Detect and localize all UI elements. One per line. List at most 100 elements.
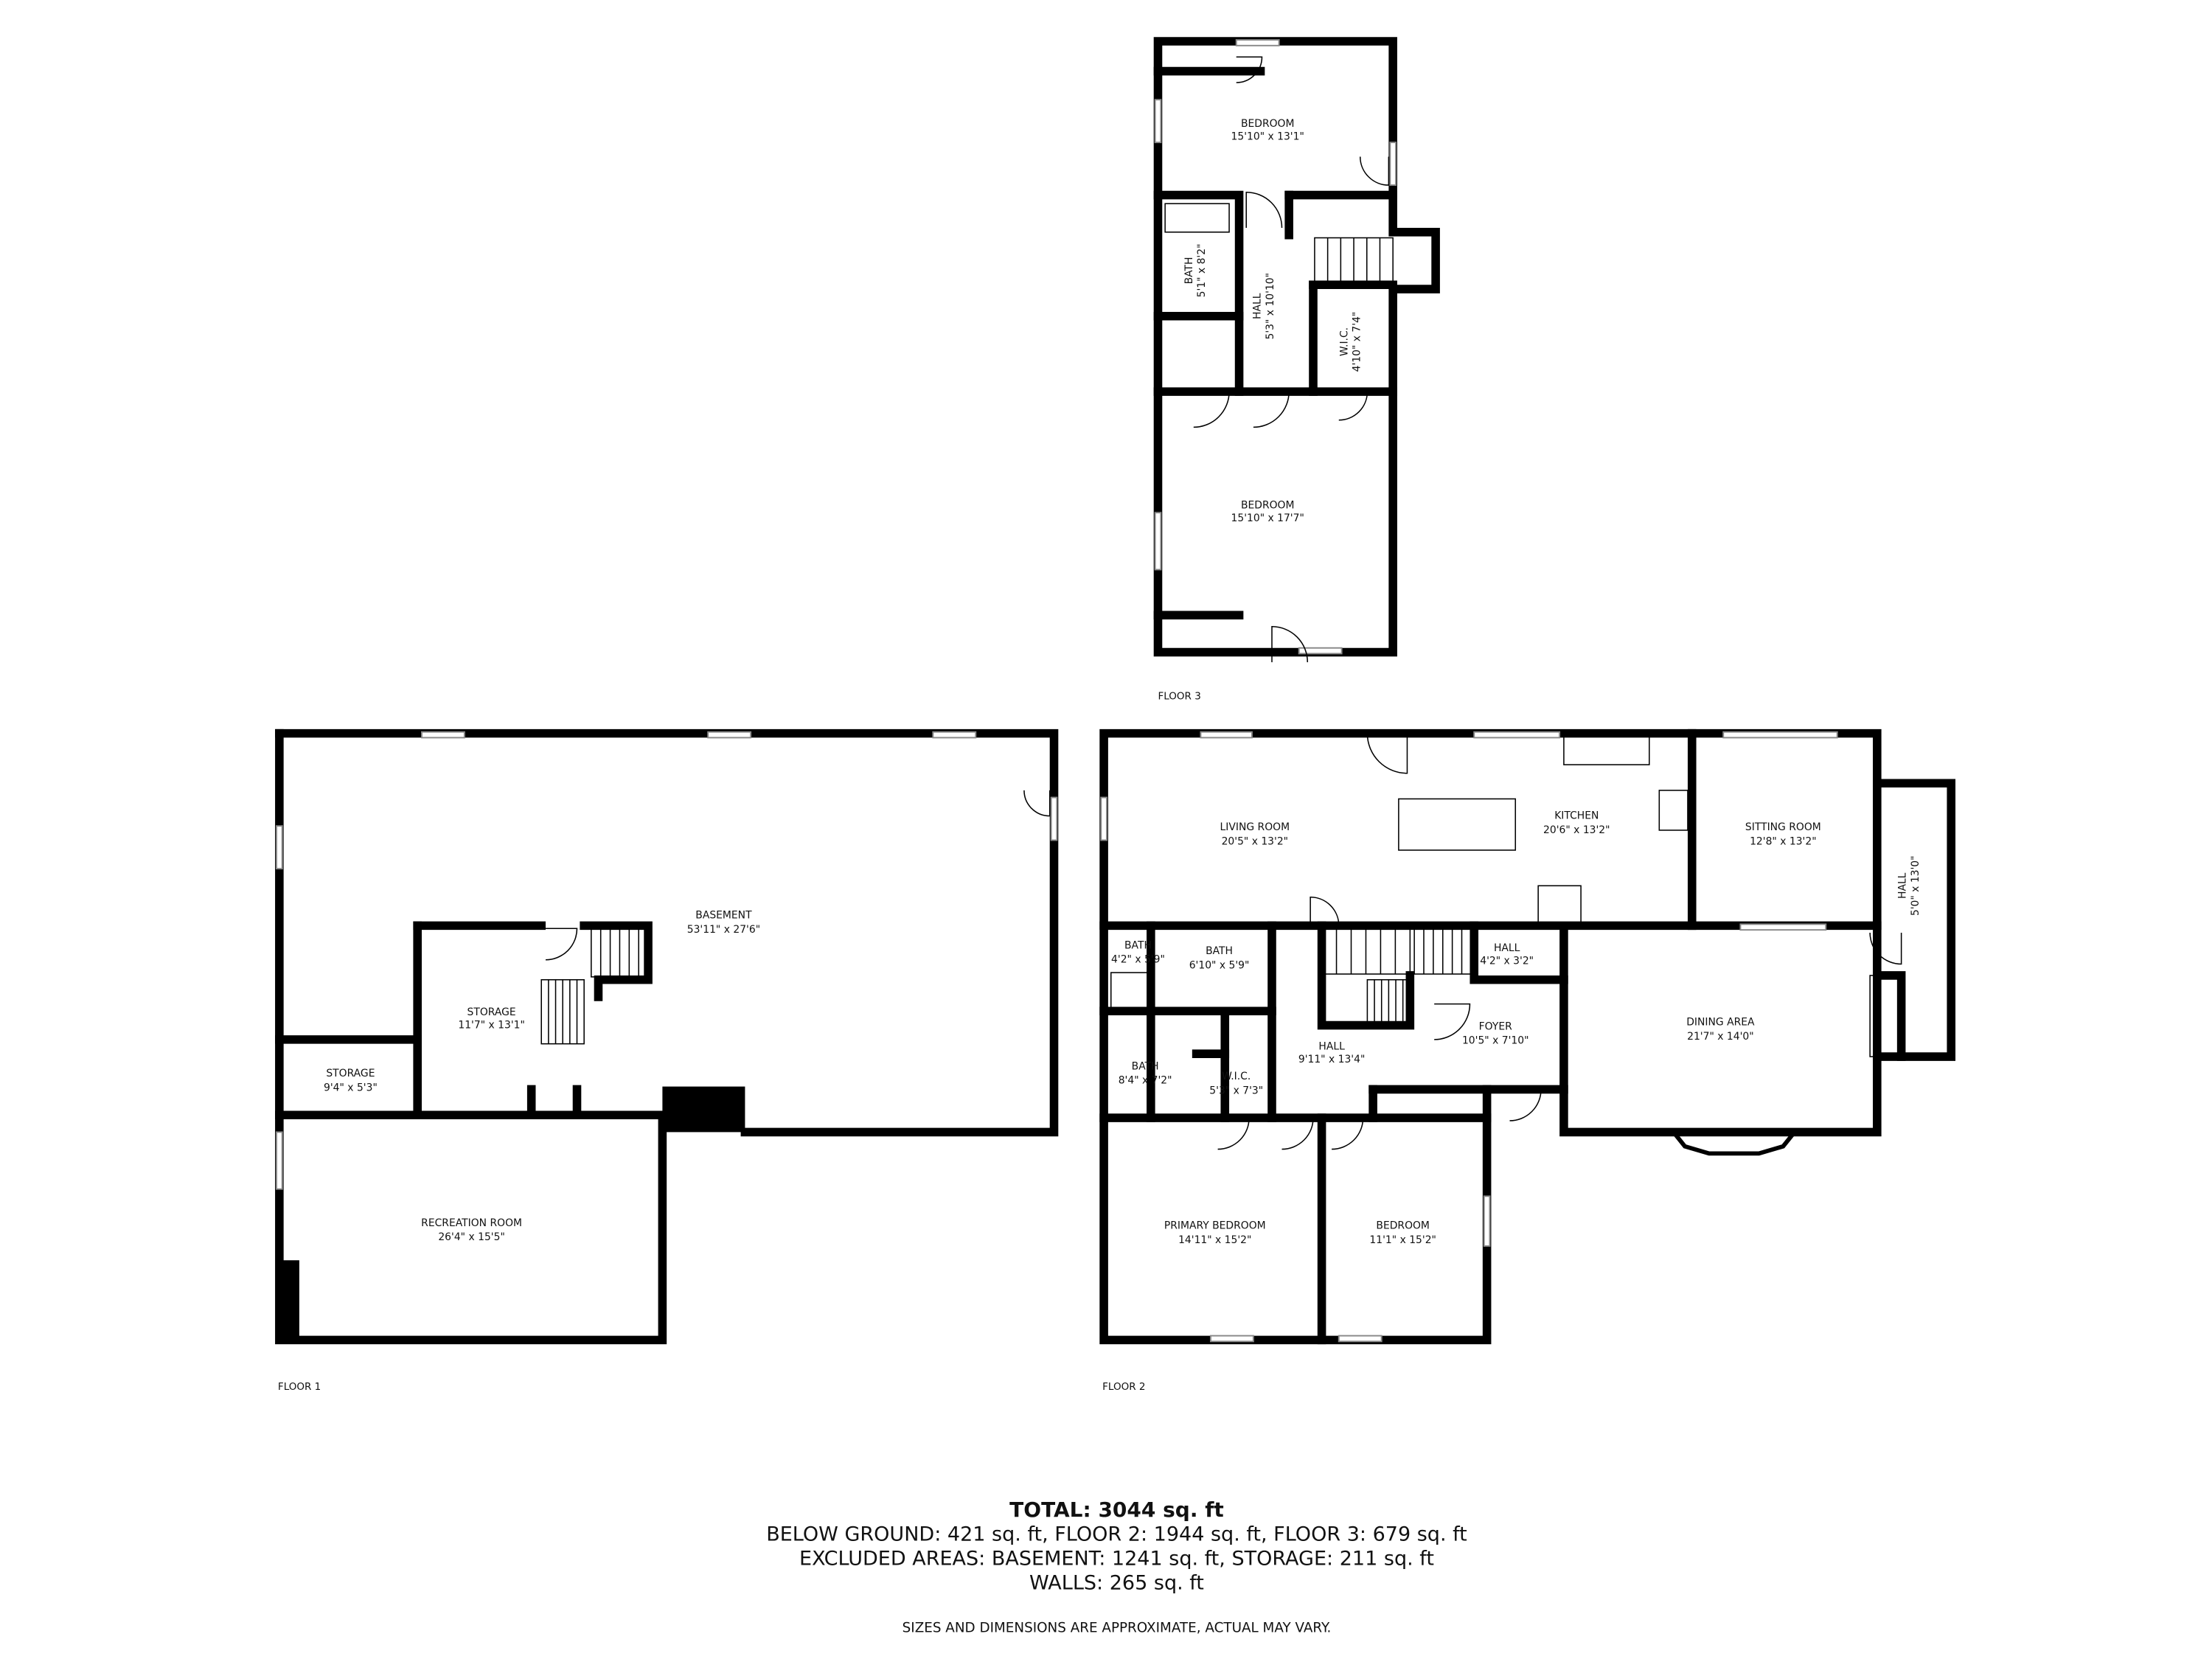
door-swing <box>1193 391 1230 428</box>
room-dims: 5'0" x 13'0" <box>1910 855 1921 916</box>
excluded-areas: EXCLUDED AREAS: BASEMENT: 1241 sq. ft, S… <box>799 1548 1434 1571</box>
room-dims: 15'10" x 17'7" <box>1231 512 1304 524</box>
room-dims: 4'2" x 5'9" <box>1111 954 1165 966</box>
walls <box>275 37 1956 1345</box>
floor-label: FLOOR 1 <box>278 1381 321 1393</box>
room-name: HALL <box>1896 872 1908 899</box>
door-swing <box>1359 156 1390 186</box>
door-swing <box>1236 56 1263 83</box>
room-dims: 21'7" x 14'0" <box>1687 1031 1754 1043</box>
room-dims: 8'4" x 7'2" <box>1119 1075 1172 1087</box>
total-area: TOTAL: 3044 sq. ft <box>1009 1498 1224 1522</box>
window <box>1338 1335 1382 1343</box>
area-summary: TOTAL: 3044 sq. ft BELOW GROUND: 421 sq.… <box>766 1498 1467 1635</box>
floor-2: LIVING ROOM 20'5" x 13'2" KITCHEN 20'6" … <box>1102 810 1921 1393</box>
room-name: STORAGE <box>467 1006 516 1018</box>
window <box>276 1131 283 1190</box>
room-dims: 12'8" x 13'2" <box>1750 835 1817 847</box>
room-name: BEDROOM <box>1241 118 1295 130</box>
floor-3: BEDROOM 15'10" x 13'1" BATH 5'1" x 8'2" … <box>1158 118 1363 702</box>
room-name: BASEMENT <box>695 910 752 922</box>
door-swing <box>1310 896 1340 926</box>
window <box>1200 731 1253 739</box>
room-name: RECREATION ROOM <box>421 1217 522 1229</box>
room-name: FOYER <box>1479 1020 1512 1032</box>
room-name: W.I.C. <box>1338 327 1350 356</box>
room-dims: 15'10" x 13'1" <box>1231 131 1304 142</box>
wall <box>1153 37 1440 657</box>
room-name: BEDROOM <box>1376 1220 1430 1232</box>
window <box>707 731 752 739</box>
door-swing <box>1509 1088 1542 1121</box>
room-name: STORAGE <box>326 1068 375 1079</box>
room-dims: 14'11" x 15'2" <box>1178 1234 1251 1246</box>
door-swing <box>1245 191 1283 229</box>
room-name: BEDROOM <box>1241 499 1295 511</box>
room-dims: 4'2" x 3'2" <box>1480 956 1534 967</box>
room-name: W.I.C. <box>1222 1071 1251 1082</box>
room-name: PRIMARY BEDROOM <box>1164 1220 1266 1232</box>
wall-block <box>279 1260 299 1340</box>
room-name: BATH <box>1183 257 1195 285</box>
room-name: BATH <box>1124 939 1152 951</box>
counter <box>1537 885 1582 924</box>
window <box>1209 1335 1254 1343</box>
wall <box>1153 190 1244 396</box>
window <box>1154 512 1162 571</box>
room-name: BATH <box>1206 945 1233 957</box>
room-name: HALL <box>1318 1040 1345 1052</box>
room-dims: 5'1" x 8'2" <box>1196 244 1208 298</box>
bay-window <box>1672 1130 1797 1156</box>
door-swing <box>1338 391 1368 421</box>
room-dims: 5'3" x 7'3" <box>1209 1085 1263 1096</box>
wall <box>275 728 1059 1137</box>
window <box>1298 647 1343 655</box>
room-name: LIVING ROOM <box>1220 821 1290 833</box>
floor-label: FLOOR 2 <box>1102 1381 1145 1393</box>
room-dims: 10'5" x 7'10" <box>1462 1035 1529 1047</box>
room-dims: 11'1" x 15'2" <box>1369 1234 1436 1246</box>
floor-areas: BELOW GROUND: 421 sq. ft, FLOOR 2: 1944 … <box>766 1523 1467 1546</box>
room-dims: 11'7" x 13'1" <box>458 1019 525 1031</box>
wall <box>1470 921 1568 984</box>
window <box>1154 99 1162 144</box>
window <box>1100 796 1107 841</box>
door-swing <box>1869 933 1902 965</box>
door-swing <box>1271 626 1309 663</box>
room-name: KITCHEN <box>1554 810 1599 822</box>
window <box>1739 923 1827 931</box>
room-dims: 9'4" x 5'3" <box>324 1082 378 1093</box>
room-dims: 5'3" x 10'10" <box>1265 273 1276 340</box>
room-name: BATH <box>1132 1060 1159 1072</box>
room-name: DINING AREA <box>1686 1017 1755 1029</box>
shower <box>1110 972 1149 1011</box>
floor-1: BASEMENT 53'11" x 27'6" STORAGE 11'7" x … <box>278 910 760 1393</box>
fixtures <box>276 39 1902 1343</box>
room-name: HALL <box>1252 293 1264 319</box>
window <box>421 731 465 739</box>
door-swing <box>546 928 578 961</box>
door-swing <box>1332 1117 1364 1150</box>
door-swing <box>1217 1117 1250 1150</box>
floor-label: FLOOR 3 <box>1158 690 1200 702</box>
room-dims: 20'6" x 13'2" <box>1543 824 1610 836</box>
room-dims: 26'4" x 15'5" <box>438 1231 505 1243</box>
stove <box>1658 790 1688 831</box>
wall <box>580 921 653 1001</box>
kitchen-counter <box>1563 735 1650 765</box>
window <box>1473 731 1561 739</box>
fireplace <box>1869 975 1899 1057</box>
door-swing <box>1434 1003 1471 1040</box>
room-dims: 6'10" x 5'9" <box>1189 959 1250 971</box>
room-name: HALL <box>1494 942 1520 954</box>
door-swing <box>1023 790 1051 817</box>
room-dims: 20'5" x 13'2" <box>1222 835 1288 847</box>
kitchen-island <box>1398 798 1517 851</box>
window <box>1483 1195 1491 1247</box>
window <box>932 731 977 739</box>
door-swing <box>1366 733 1408 774</box>
bathtub <box>1164 203 1230 233</box>
chimney <box>662 1086 745 1133</box>
walls-area: WALLS: 265 sq. ft <box>1029 1571 1204 1594</box>
